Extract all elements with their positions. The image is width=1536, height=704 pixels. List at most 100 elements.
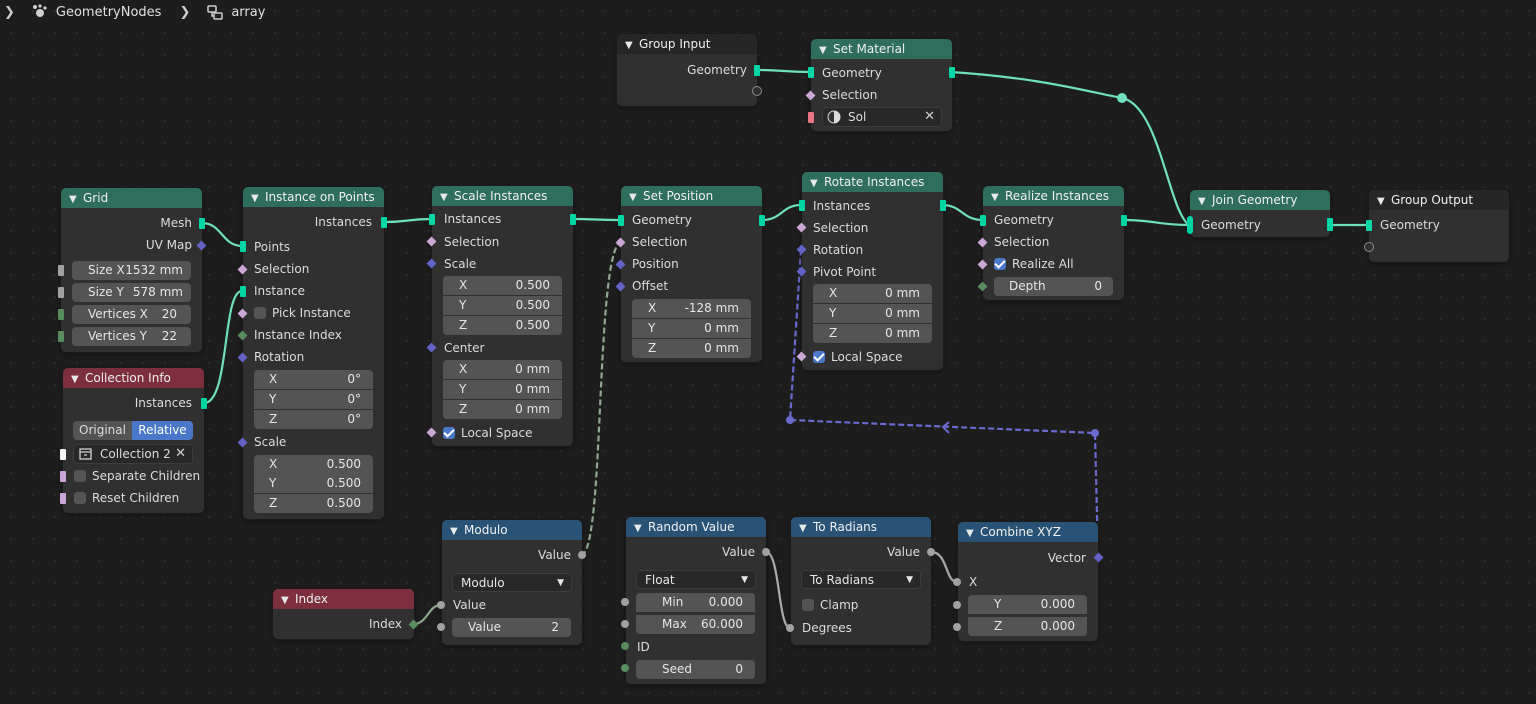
node-header[interactable]: ▼Set Position: [621, 186, 762, 206]
node-header[interactable]: ▼Group Input: [617, 34, 757, 54]
socket-setpos-out-geometry[interactable]: [759, 215, 765, 226]
offset-x-field[interactable]: X-128 mm: [632, 299, 751, 318]
clamp-checkbox[interactable]: Clamp: [802, 595, 858, 615]
node-header[interactable]: ▼Instance on Points: [243, 187, 384, 207]
collapse-arrow-icon[interactable]: ▼: [71, 374, 79, 385]
node-join-geometry[interactable]: ▼Join Geometry Geometry: [1190, 190, 1330, 237]
separate-children-checkbox[interactable]: Separate Children: [74, 466, 200, 486]
socket-groupinput-empty[interactable]: [752, 86, 762, 96]
realize-all-checkbox[interactable]: Realize All: [994, 254, 1074, 274]
reset-children-checkbox[interactable]: Reset Children: [74, 488, 179, 508]
socket-grid-mesh[interactable]: [199, 218, 205, 229]
node-rotate-instances[interactable]: ▼Rotate Instances Instances Selection Ro…: [802, 172, 943, 370]
node-header[interactable]: ▼Realize Instances: [983, 186, 1124, 206]
local-space-checkbox[interactable]: Local Space: [813, 347, 902, 367]
collapse-arrow-icon[interactable]: ▼: [251, 193, 259, 204]
collapse-arrow-icon[interactable]: ▼: [629, 192, 637, 203]
socket-random-min[interactable]: [621, 598, 629, 606]
node-header[interactable]: ▼Combine XYZ: [958, 522, 1098, 542]
socket-collection-instances[interactable]: [201, 398, 207, 409]
node-header[interactable]: ▼Grid: [61, 188, 202, 208]
operation-dropdown[interactable]: Modulo▼: [452, 573, 572, 592]
pick-instance-checkbox[interactable]: Pick Instance: [254, 303, 351, 323]
socket-grid-sizey[interactable]: [58, 287, 64, 298]
socket-setpos-geometry[interactable]: [618, 215, 624, 226]
breadcrumb-tree[interactable]: array: [231, 4, 266, 20]
operation-dropdown[interactable]: To Radians▼: [801, 570, 921, 589]
collapse-arrow-icon[interactable]: ▼: [634, 523, 642, 534]
node-to-radians[interactable]: ▼To Radians Value To Radians▼ Clamp Degr…: [791, 517, 931, 645]
socket-iop-instance[interactable]: [240, 286, 246, 297]
socket-setmat-out-geometry[interactable]: [949, 67, 955, 78]
collapse-arrow-icon[interactable]: ▼: [991, 192, 999, 203]
checkbox-checked-icon[interactable]: [443, 427, 455, 439]
checkbox-checked-icon[interactable]: [994, 258, 1006, 270]
node-header[interactable]: ▼Join Geometry: [1190, 190, 1330, 210]
socket-rotate-out-instances[interactable]: [940, 200, 946, 211]
socket-join-out-geometry[interactable]: [1327, 218, 1333, 231]
socket-scale-instances[interactable]: [429, 214, 435, 225]
node-group-output[interactable]: ▼Group Output Geometry: [1369, 190, 1509, 262]
socket-modulo-value2[interactable]: [437, 623, 445, 631]
socket-combine-z[interactable]: [953, 623, 961, 631]
node-header[interactable]: ▼Set Material: [811, 39, 952, 59]
socket-collection-input[interactable]: [60, 449, 66, 460]
node-header[interactable]: ▼Group Output: [1369, 190, 1509, 210]
collapse-arrow-icon[interactable]: ▼: [1377, 196, 1385, 207]
collapse-arrow-icon[interactable]: ▼: [966, 528, 974, 539]
socket-grid-vy[interactable]: [58, 331, 64, 342]
node-header[interactable]: ▼Random Value: [626, 517, 766, 537]
socket-setmat-geometry[interactable]: [808, 67, 814, 78]
collapse-arrow-icon[interactable]: ▼: [1198, 196, 1206, 207]
socket-realize-geometry[interactable]: [980, 215, 986, 226]
node-realize-instances[interactable]: ▼Realize Instances Geometry Selection Re…: [983, 186, 1124, 300]
collapse-arrow-icon[interactable]: ▼: [440, 192, 448, 203]
node-set-position[interactable]: ▼Set Position Geometry Selection Positio…: [621, 186, 762, 362]
socket-modulo-value[interactable]: [437, 601, 445, 609]
socket-separate-children[interactable]: [60, 471, 66, 482]
node-group-input[interactable]: ▼Group Input Geometry: [617, 34, 757, 106]
checkbox-icon[interactable]: [74, 492, 86, 504]
collapse-arrow-icon[interactable]: ▼: [450, 526, 458, 537]
collapse-arrow-icon[interactable]: ▼: [810, 178, 818, 189]
socket-rotate-instances[interactable]: [799, 200, 805, 211]
collapse-arrow-icon[interactable]: ▼: [819, 45, 827, 56]
socket-grid-sizex[interactable]: [58, 265, 64, 276]
socket-groupinput-geometry[interactable]: [754, 65, 760, 76]
socket-toradians-degrees[interactable]: [786, 624, 794, 632]
socket-random-out[interactable]: [762, 548, 770, 556]
breadcrumb-modifier[interactable]: GeometryNodes: [55, 4, 162, 20]
socket-toradians-out[interactable]: [927, 548, 935, 556]
collapse-arrow-icon[interactable]: ▼: [625, 40, 633, 51]
collection-selector[interactable]: Collection 2 ✕: [73, 444, 193, 464]
socket-iop-points[interactable]: [240, 241, 246, 252]
node-header[interactable]: ▼Modulo: [442, 520, 582, 540]
node-header[interactable]: ▼Collection Info: [63, 368, 204, 388]
close-icon[interactable]: ✕: [924, 109, 935, 124]
checkbox-icon[interactable]: [254, 307, 266, 319]
collapse-arrow-icon[interactable]: ▼: [69, 194, 77, 205]
node-set-material[interactable]: ▼Set Material Geometry Selection Sol ✕: [811, 39, 952, 131]
relative-option[interactable]: Relative: [132, 421, 193, 440]
socket-setmat-material[interactable]: [808, 112, 814, 123]
socket-output-empty[interactable]: [1364, 242, 1374, 252]
node-collection-info[interactable]: ▼Collection Info Instances Original Rela…: [63, 368, 204, 513]
